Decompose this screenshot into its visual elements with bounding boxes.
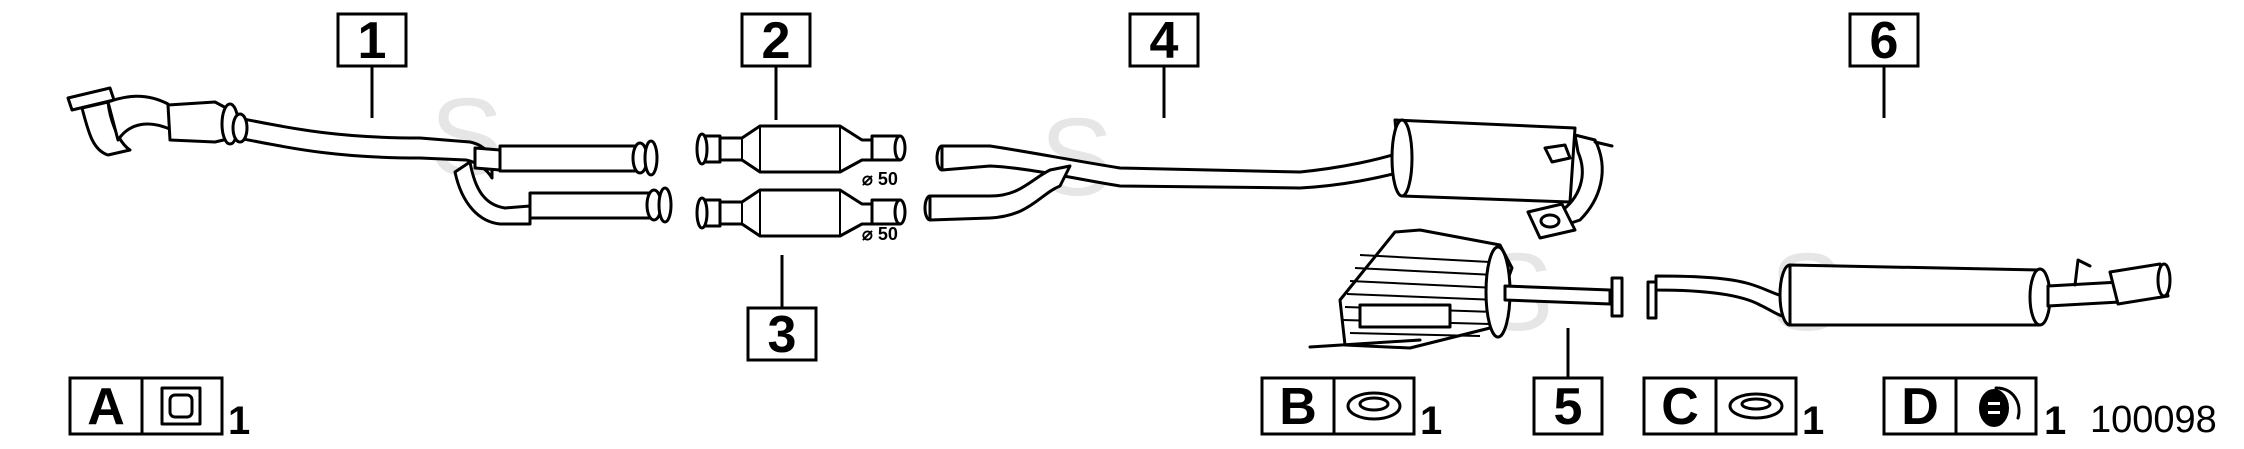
accessory-qty: 1 <box>228 399 250 443</box>
middle-silencer-part-4 <box>923 118 1614 240</box>
tail-silencer-part-6 <box>1646 258 2172 327</box>
accessory-a: A 1 <box>68 376 250 443</box>
callout-3: 3 <box>746 255 818 364</box>
accessory-letter: A <box>87 378 125 436</box>
callout-label: 3 <box>768 306 797 364</box>
rubber-mount-icon <box>1979 386 2021 427</box>
square-gasket-icon <box>160 386 202 426</box>
diameter-label-2: ⌀ 50 <box>862 169 898 189</box>
callout-4: 4 <box>1128 12 1200 118</box>
rear-silencer-part-5 <box>1308 228 1624 350</box>
accessory-qty: 1 <box>2044 399 2066 443</box>
ring-gasket-icon <box>1346 391 1402 421</box>
catalytic-converter-part-2 <box>695 124 907 174</box>
front-pipe-part-1 <box>66 86 673 226</box>
accessory-qty: 1 <box>1802 399 1824 443</box>
callout-label: 2 <box>762 12 791 70</box>
accessory-c: C 1 <box>1642 376 1824 443</box>
callout-label: 5 <box>1554 378 1583 436</box>
accessory-letter: C <box>1661 378 1699 436</box>
callout-label: 1 <box>358 12 387 70</box>
accessory-d: D 1 <box>1882 376 2066 443</box>
accessory-qty: 1 <box>1420 399 1442 443</box>
callout-1: 1 <box>336 12 408 118</box>
accessory-b: B 1 <box>1260 376 1442 443</box>
catalytic-converter-part-3 <box>695 188 907 238</box>
callout-label: 4 <box>1150 12 1179 70</box>
callout-label: 6 <box>1870 12 1899 70</box>
accessory-letter: B <box>1279 378 1317 436</box>
callout-2: 2 <box>740 12 812 120</box>
reference-number: 100098 <box>2090 399 2217 441</box>
accessory-letter: D <box>1901 378 1939 436</box>
ring-gasket-icon <box>1728 392 1784 420</box>
callout-6: 6 <box>1848 12 1920 118</box>
diameter-label-3: ⌀ 50 <box>862 224 898 244</box>
callout-5: 5 <box>1532 328 1604 436</box>
